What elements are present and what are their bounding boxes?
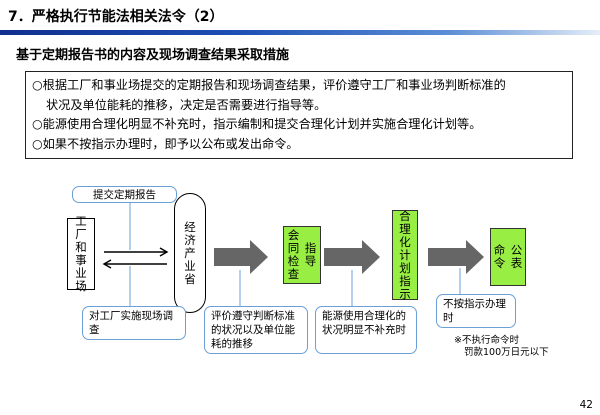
info-box: ○根据工厂和事业场提交的定期报告和现场调查结果，评价遵守工厂和事业场判断标准的 … (25, 71, 573, 159)
callout-evaluate: 评价遵守判断标准的状况以及单位能耗的推移 (204, 306, 308, 354)
arrow-report-to-ministry (104, 247, 169, 257)
info-line-1: ○根据工厂和事业场提交的定期报告和现场调查结果，评价遵守工厂和事业场判断标准的 (32, 78, 506, 92)
ministry-label: 经济产业省 (184, 219, 196, 286)
ministry-box: 经济产业省 (174, 193, 206, 313)
fine-note-line1: ※不执行命令时 (454, 335, 519, 346)
plan-instruction-label: 合理化计划指示 (399, 208, 411, 301)
info-line-2: 状况及单位能耗的推移，决定是否需要进行指导等。 (46, 97, 327, 112)
callout-noncompliance: 不按指示办理时 (436, 294, 516, 328)
guidance-label-guidance: 指导 (304, 241, 317, 268)
arrow-survey-to-factory (102, 259, 167, 269)
callout-submit-report: 提交定期报告 (72, 186, 177, 203)
block-arrow-1 (214, 240, 268, 274)
title-underline (0, 30, 600, 35)
callout-energy-insufficient: 能源使用合理化的状况明显不补充时 (315, 306, 417, 354)
guidance-box: 会同检查 指导 (283, 226, 321, 284)
callout-site-survey: 对工厂实施现场调查 (82, 306, 186, 340)
page-number: 42 (579, 399, 593, 411)
announce-order-box: 命令 公表 (490, 228, 526, 286)
page-title: 7．严格执行节能法相关法令（2） (8, 9, 224, 25)
block-arrow-2 (324, 240, 380, 274)
info-line-3: ○能源使用合理化明显不补充时，指示编制和提交合理化计划并实施合理化计划等。 (32, 117, 482, 131)
plan-instruction-box: 合理化计划指示 (392, 208, 418, 301)
announce-label-order: 命令 (493, 243, 506, 270)
fine-note-line2: 罚款100万日元以下 (464, 347, 549, 358)
factory-label: 工厂和事业场 (75, 214, 87, 293)
block-arrow-3 (428, 240, 484, 274)
section-subtitle: 基于定期报告书的内容及现场调查结果采取措施 (16, 48, 290, 63)
guidance-label-check: 会同检查 (287, 228, 300, 281)
info-line-4: ○如果不按指示办理时，即予以公布或发出命令。 (32, 136, 299, 151)
factory-box: 工厂和事业场 (67, 214, 95, 293)
announce-label-publish: 公表 (510, 243, 523, 270)
